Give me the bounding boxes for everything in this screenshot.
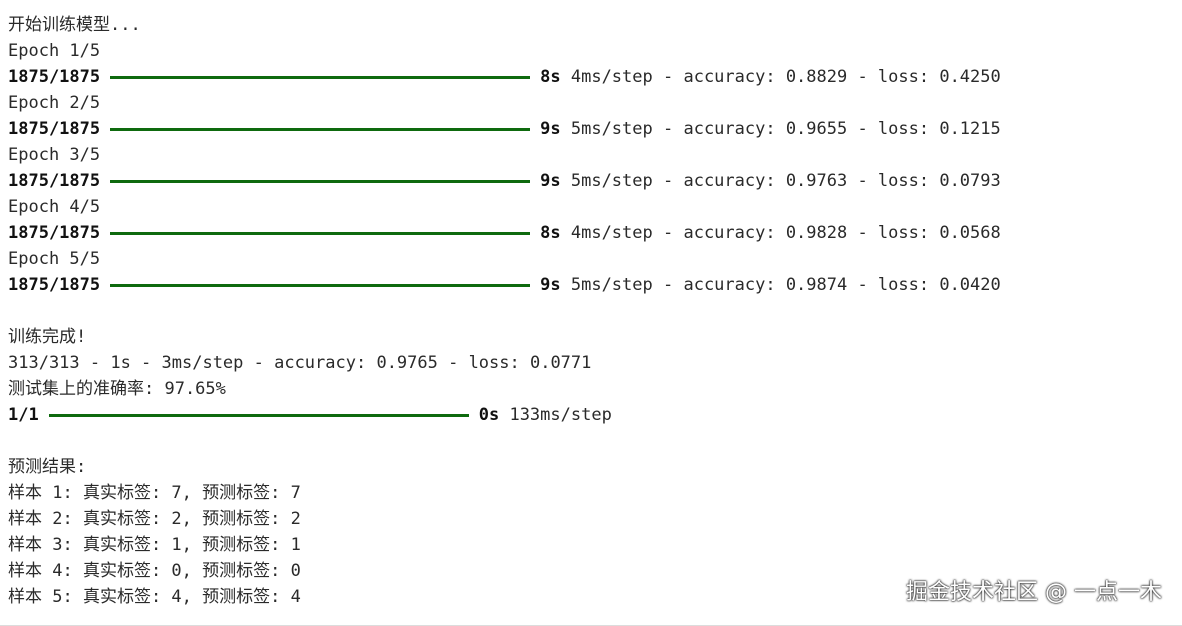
epoch-label: Epoch 4/5: [8, 197, 101, 217]
progress-bar-fill: [110, 75, 531, 79]
epoch-progress-line: 1875/1875 8s 4ms/step - accuracy: 0.9828…: [8, 220, 1168, 246]
predictions-header: 预测结果:: [8, 457, 87, 477]
predict-progress-line: 1/1 0s 133ms/step: [8, 402, 1168, 428]
epoch-label: Epoch 1/5: [8, 41, 101, 61]
predict-time: 0s: [478, 405, 500, 425]
sample-result: 样本 5: 真实标签: 4, 预测标签: 4: [8, 587, 301, 607]
watermark: 掘金技术社区 @ 一点一木: [906, 580, 1162, 605]
epoch-metrics: - accuracy: 0.9828 - loss: 0.0568: [663, 223, 1001, 243]
time-per-step: 5ms/step: [570, 275, 653, 295]
epoch-progress-line: 1875/1875 9s 5ms/step - accuracy: 0.9763…: [8, 168, 1168, 194]
training-complete-message: 训练完成!: [8, 327, 87, 347]
epoch-time: 8s: [540, 67, 561, 87]
blank-line: [8, 298, 1168, 324]
time-per-step: 4ms/step: [570, 67, 653, 87]
step-count: 1875/1875: [8, 119, 101, 139]
epoch-metrics: - accuracy: 0.8829 - loss: 0.4250: [663, 67, 1001, 87]
epoch-metrics: - accuracy: 0.9763 - loss: 0.0793: [663, 171, 1001, 191]
start-message: 开始训练模型...: [8, 15, 141, 35]
blank-line: [8, 428, 1168, 454]
sample-result: 样本 4: 真实标签: 0, 预测标签: 0: [8, 561, 301, 581]
epoch-time: 9s: [540, 171, 561, 191]
epoch-time: 9s: [540, 275, 561, 295]
sample-result: 样本 2: 真实标签: 2, 预测标签: 2: [8, 509, 301, 529]
progress-bar-fill: [110, 127, 531, 131]
progress-bar: [110, 231, 531, 235]
progress-bar-fill: [48, 413, 469, 417]
sample-result: 样本 3: 真实标签: 1, 预测标签: 1: [8, 535, 301, 555]
epoch-metrics: - accuracy: 0.9874 - loss: 0.0420: [663, 275, 1001, 295]
step-count: 1875/1875: [8, 67, 101, 87]
progress-bar: [110, 179, 531, 183]
epoch-time: 8s: [540, 223, 561, 243]
epoch-progress-line: 1875/1875 9s 5ms/step - accuracy: 0.9874…: [8, 272, 1168, 298]
time-per-step: 133ms/step: [509, 405, 612, 425]
epoch-progress-line: 1875/1875 9s 5ms/step - accuracy: 0.9655…: [8, 116, 1168, 142]
progress-bar-fill: [110, 231, 531, 235]
step-count: 1875/1875: [8, 275, 101, 295]
sample-result: 样本 1: 真实标签: 7, 预测标签: 7: [8, 483, 301, 503]
epoch-time: 9s: [540, 119, 561, 139]
progress-bar: [110, 283, 531, 287]
epoch-metrics: - accuracy: 0.9655 - loss: 0.1215: [663, 119, 1001, 139]
step-count: 1875/1875: [8, 171, 101, 191]
epoch-label: Epoch 3/5: [8, 145, 101, 165]
progress-bar: [48, 413, 469, 417]
test-accuracy-line: 测试集上的准确率: 97.65%: [8, 379, 226, 399]
time-per-step: 4ms/step: [570, 223, 653, 243]
evaluation-line: 313/313 - 1s - 3ms/step - accuracy: 0.97…: [8, 353, 592, 373]
progress-bar: [110, 127, 531, 131]
progress-bar-fill: [110, 283, 531, 287]
step-count: 1/1: [8, 405, 39, 425]
step-count: 1875/1875: [8, 223, 101, 243]
epoch-label: Epoch 2/5: [8, 93, 101, 113]
progress-bar: [110, 75, 531, 79]
epoch-label: Epoch 5/5: [8, 249, 101, 269]
console-output: 开始训练模型... Epoch 1/5 1875/1875 8s 4ms/ste…: [8, 12, 1168, 610]
time-per-step: 5ms/step: [570, 119, 653, 139]
epoch-progress-line: 1875/1875 8s 4ms/step - accuracy: 0.8829…: [8, 64, 1168, 90]
time-per-step: 5ms/step: [570, 171, 653, 191]
progress-bar-fill: [110, 179, 531, 183]
